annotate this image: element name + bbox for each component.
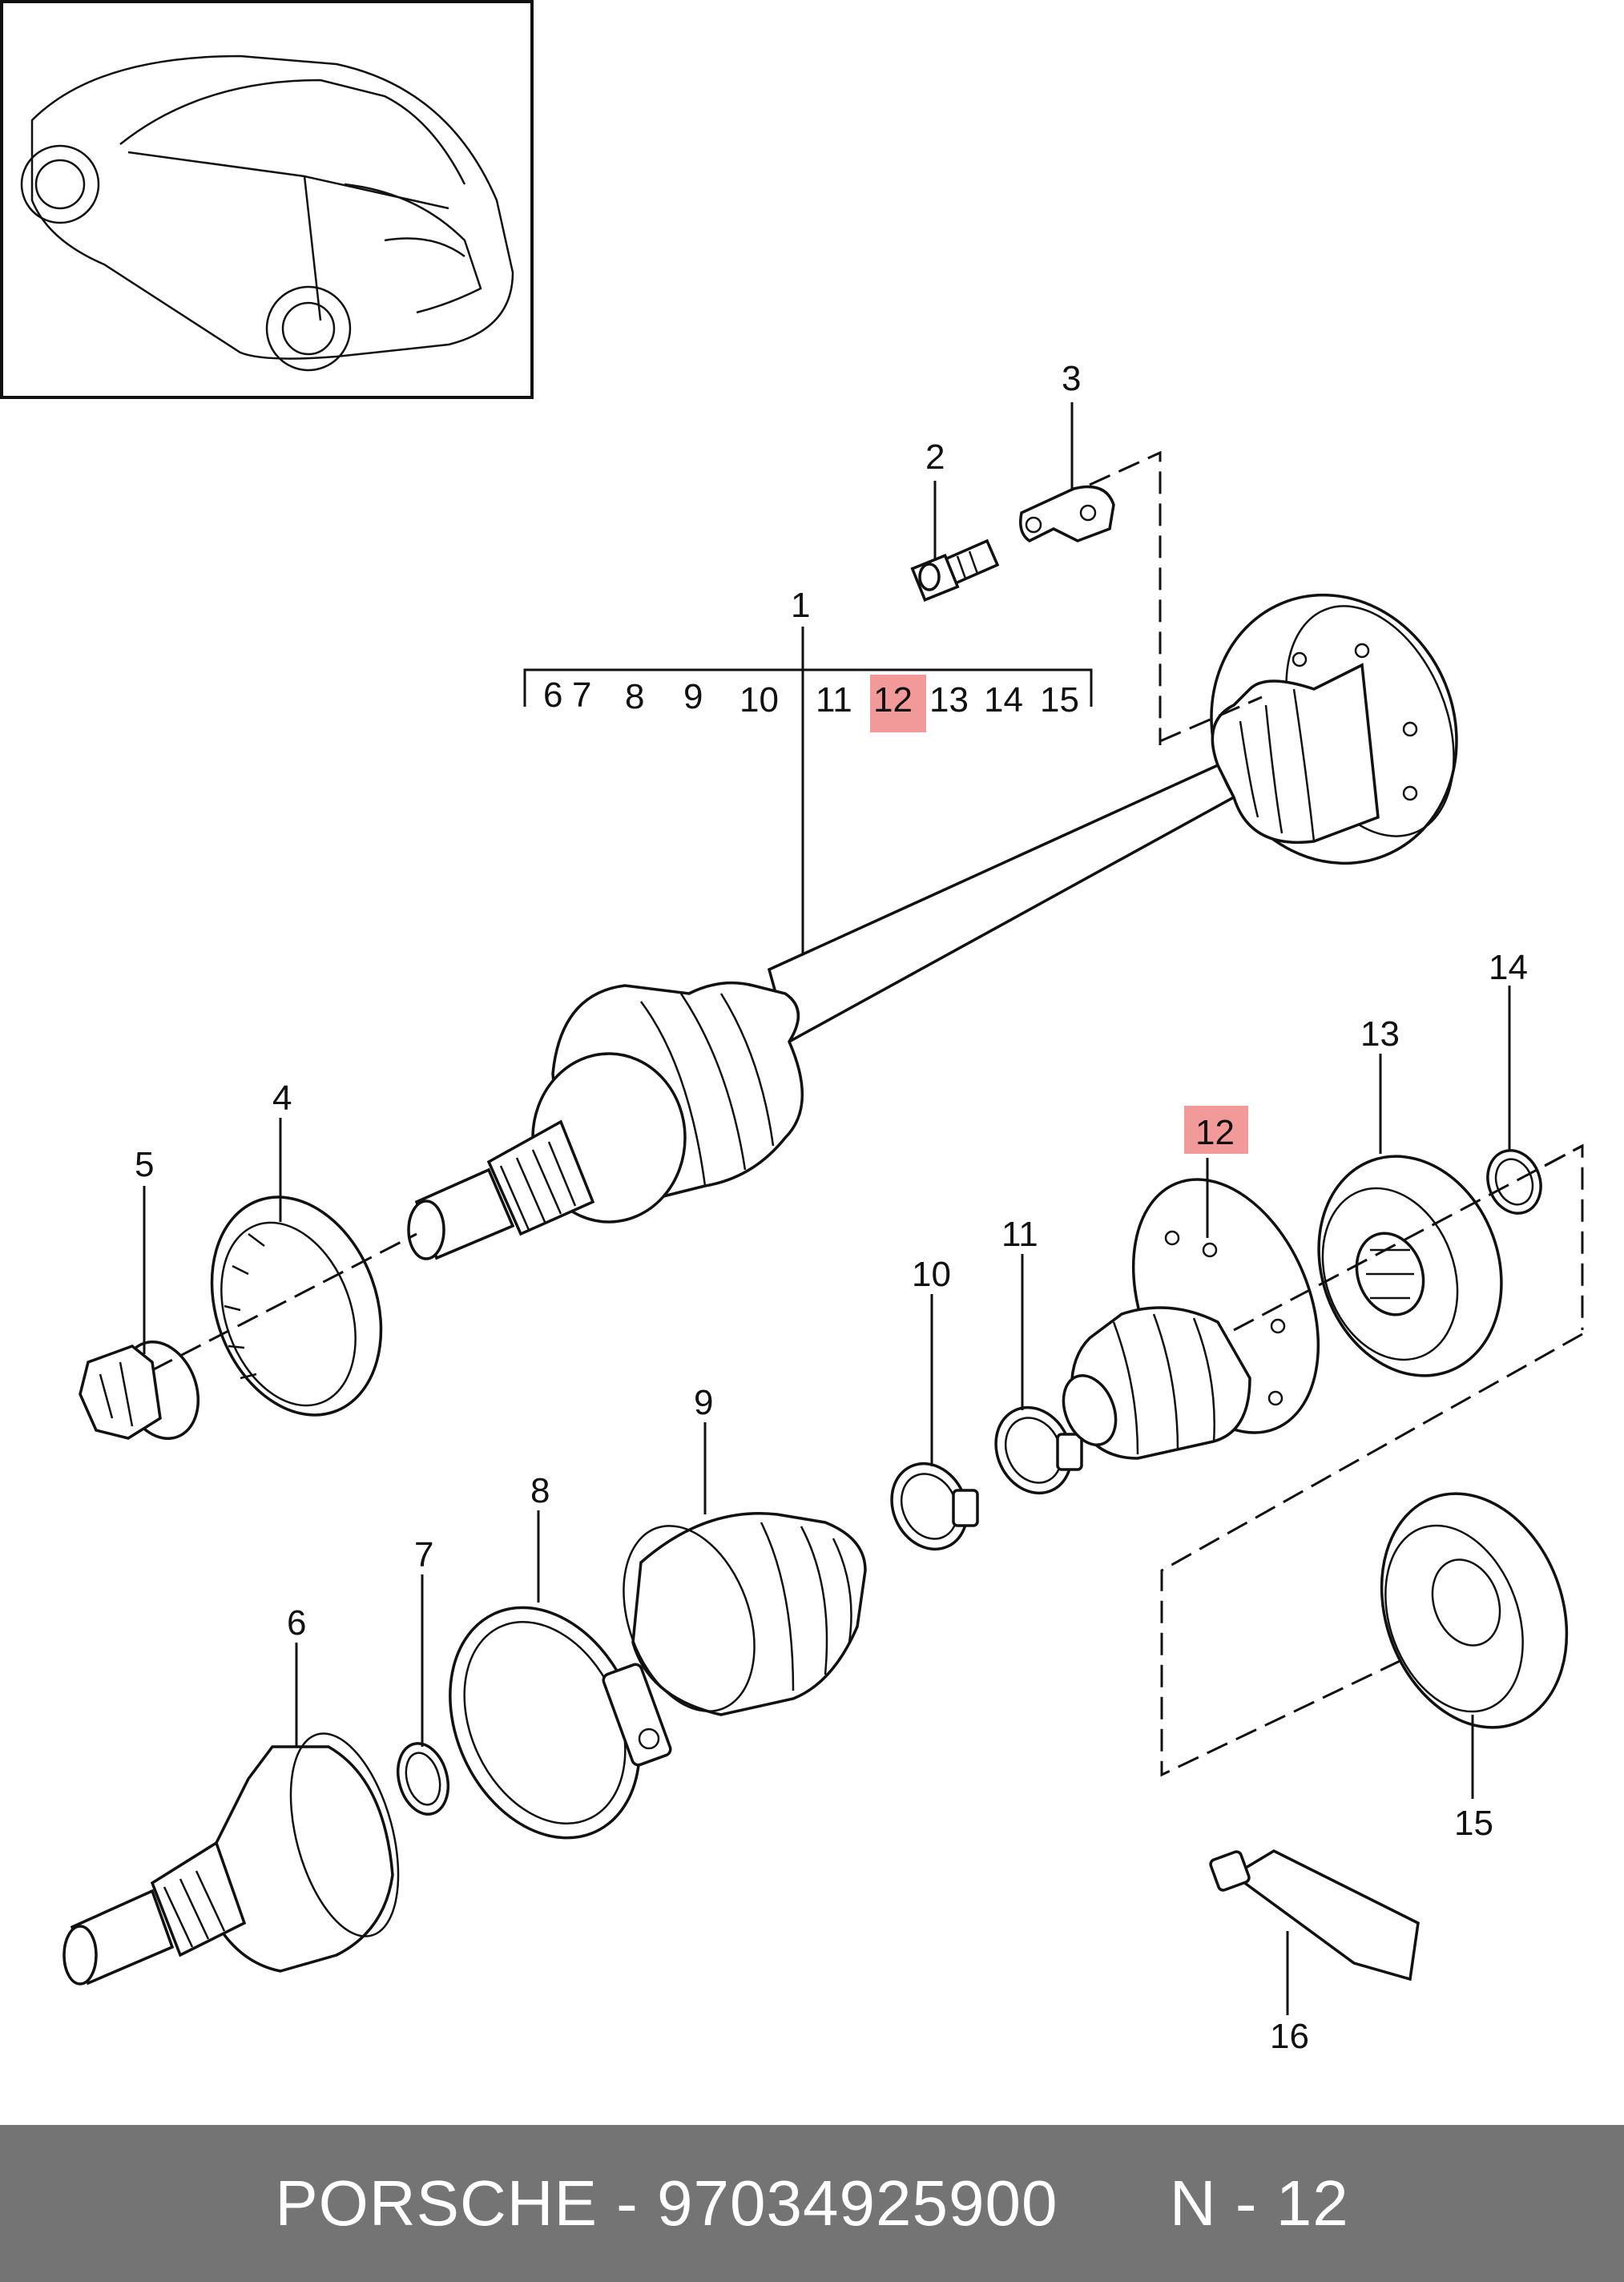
clamp-8 — [449, 1606, 672, 1840]
callout-3: 3 — [1062, 359, 1081, 398]
drive-shaft — [407, 593, 1458, 1260]
car-thumbnail-icon — [0, 0, 534, 399]
kit-item: 9 — [683, 677, 703, 716]
callout-2: 2 — [925, 437, 945, 477]
bolt-2 — [910, 538, 1000, 602]
circlip-14 — [1486, 1149, 1542, 1215]
callout-9: 9 — [694, 1383, 713, 1422]
callout-4: 4 — [272, 1079, 292, 1118]
part-footer: PORSCHE - 97034925900 N - 12 — [0, 2125, 1624, 2282]
clamp-11 — [994, 1405, 1083, 1495]
kit-item: 14 — [984, 680, 1023, 720]
kit-item: 13 — [929, 680, 969, 720]
inner-joint-13 — [1317, 1155, 1503, 1377]
callout-8: 8 — [530, 1471, 550, 1510]
boot-12 — [1062, 1178, 1320, 1460]
kit-item: 6 — [543, 675, 562, 715]
kit-item: 15 — [1040, 680, 1079, 720]
callout-12: 12 — [1195, 1113, 1235, 1152]
clamp-10 — [890, 1462, 979, 1551]
grease-tube-16 — [1209, 1849, 1420, 1982]
callout-11: 11 — [1001, 1215, 1038, 1254]
callout-7: 7 — [414, 1535, 433, 1574]
callout-13: 13 — [1360, 1014, 1400, 1054]
footer-caption: PORSCHE - 97034925900 N - 12 — [0, 2125, 1624, 2282]
callout-15: 15 — [1454, 1804, 1493, 1843]
callout-10: 10 — [912, 1255, 951, 1294]
kit-highlight-12 — [870, 675, 926, 732]
kit-item: 12 — [873, 680, 913, 720]
footer-separator: - — [616, 2167, 639, 2239]
callout-5: 5 — [135, 1145, 154, 1184]
part-number: 97034925900 — [657, 2167, 1058, 2239]
boot-9 — [623, 1512, 867, 1716]
kit-item: 7 — [572, 675, 591, 715]
leader-lines — [143, 402, 1511, 2015]
collar-4 — [210, 1195, 383, 1417]
page-reference: N - 12 — [1169, 2167, 1349, 2239]
callout-14: 14 — [1489, 948, 1528, 987]
callout-6: 6 — [287, 1603, 306, 1643]
kit-item: 10 — [739, 680, 779, 720]
kit-item: 8 — [625, 677, 644, 716]
cover-15 — [1380, 1492, 1569, 1729]
kit-item: 11 — [816, 680, 852, 720]
outer-joint-6 — [62, 1732, 400, 1986]
brand-name: PORSCHE — [275, 2167, 598, 2239]
callout-16: 16 — [1270, 2017, 1309, 2056]
circlip-7 — [397, 1742, 449, 1816]
highlight-12 — [1184, 1106, 1248, 1154]
exploded-parts-diagram: 6 7 8 9 10 11 12 13 14 15 — [0, 0, 1584, 2056]
callout-1: 1 — [791, 586, 810, 625]
lock-plate-3 — [1019, 485, 1115, 543]
kit-bracket: 6 7 8 9 10 11 12 13 14 15 — [523, 627, 1093, 982]
